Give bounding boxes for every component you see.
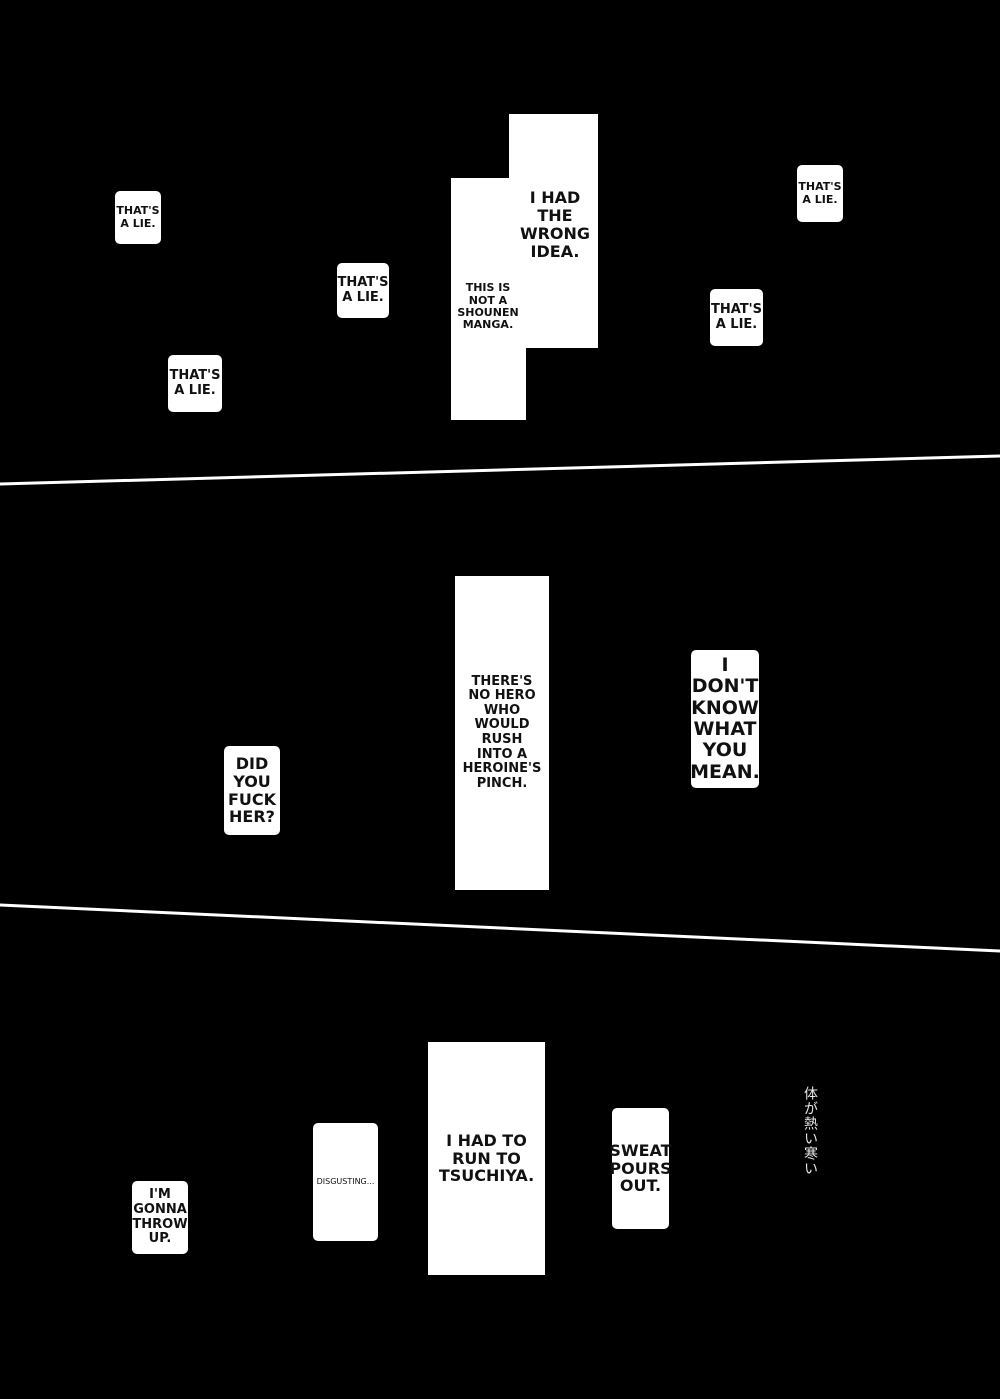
speech-bubble-reply: I DON'T KNOW WHAT YOU MEAN. [690,650,760,788]
panel-divider-2 [0,903,1000,953]
speech-bubble-lie-2: THAT'S A LIE. [337,263,389,318]
narration-box-run-to-tsuchiya: I HAD TO RUN TO TSUCHIYA. [428,1042,545,1275]
narration-box-lower [451,178,526,420]
speech-bubble-lie-5: THAT'S A LIE. [710,289,763,346]
speech-bubble-lie-4: THAT'S A LIE. [797,165,843,222]
speech-bubble-lie-3: THAT'S A LIE. [168,355,222,412]
narration-box-no-hero: THERE'S NO HERO WHO WOULD RUSH INTO A HE… [455,576,549,890]
speech-bubble-sweat: SWEAT POURS OUT. [609,1108,672,1229]
panel-divider-1 [0,454,1000,486]
narration-main-text: I HAD THE WRONG IDEA. [519,188,591,261]
speech-bubble-lie-1: THAT'S A LIE. [115,191,161,244]
panel-1: I HAD THE WRONG IDEA. THIS IS NOT A SHOU… [0,0,1000,470]
speech-bubble-disgusting: DISGUSTING... [313,1123,378,1241]
speech-bubble-question: DID YOU FUCK HER? [224,746,280,835]
japanese-sfx-text: 体が熱い寒い [802,1086,818,1176]
narration-sub-text: THIS IS NOT A SHOUNEN MANGA. [457,281,519,332]
speech-bubble-throw-up: I'M GONNA THROW UP. [132,1181,188,1254]
